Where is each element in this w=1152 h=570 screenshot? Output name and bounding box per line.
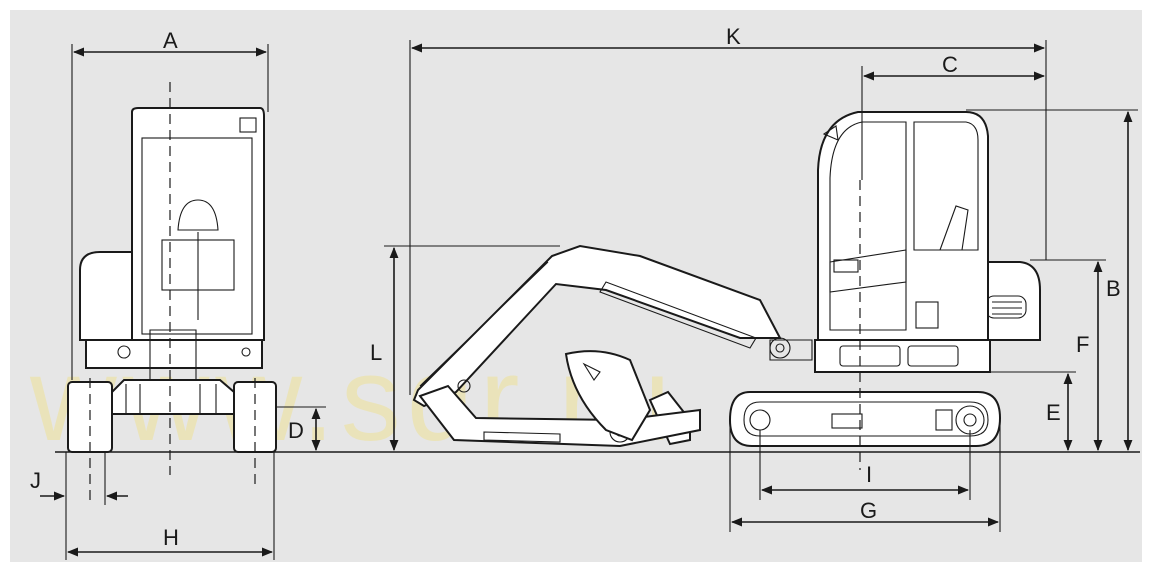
side-cab [817, 111, 989, 341]
side-cab-door [829, 121, 907, 331]
dimension-d-label: D [288, 418, 304, 443]
dimension-i-label: I [866, 462, 872, 487]
dimension-g-label: G [860, 498, 877, 523]
side-cab-window [913, 121, 979, 251]
dimension-j-label: J [30, 468, 41, 493]
dimension-k-label: K [726, 24, 741, 49]
dimension-a-label: A [163, 28, 178, 53]
front-engine-cover [79, 251, 133, 341]
dimension-l-label: L [370, 340, 382, 365]
front-seat [177, 199, 219, 231]
dimension-c-label: C [942, 52, 958, 77]
front-view [67, 82, 277, 500]
front-undercarriage [111, 379, 235, 415]
front-chassis [85, 339, 263, 369]
dimension-b-label: B [1106, 276, 1121, 301]
upper-frame [814, 339, 991, 373]
dimension-f-label: F [1076, 332, 1089, 357]
engine-hood [979, 261, 1041, 341]
front-cab [131, 107, 265, 341]
front-cab-window [141, 137, 253, 335]
boom-cylinder [599, 281, 757, 349]
bucket [564, 350, 652, 442]
boom [412, 244, 782, 408]
dimension-e-label: E [1046, 400, 1061, 425]
dimension-h-label: H [163, 525, 179, 550]
side-track [728, 391, 1002, 447]
side-view [412, 111, 1041, 470]
